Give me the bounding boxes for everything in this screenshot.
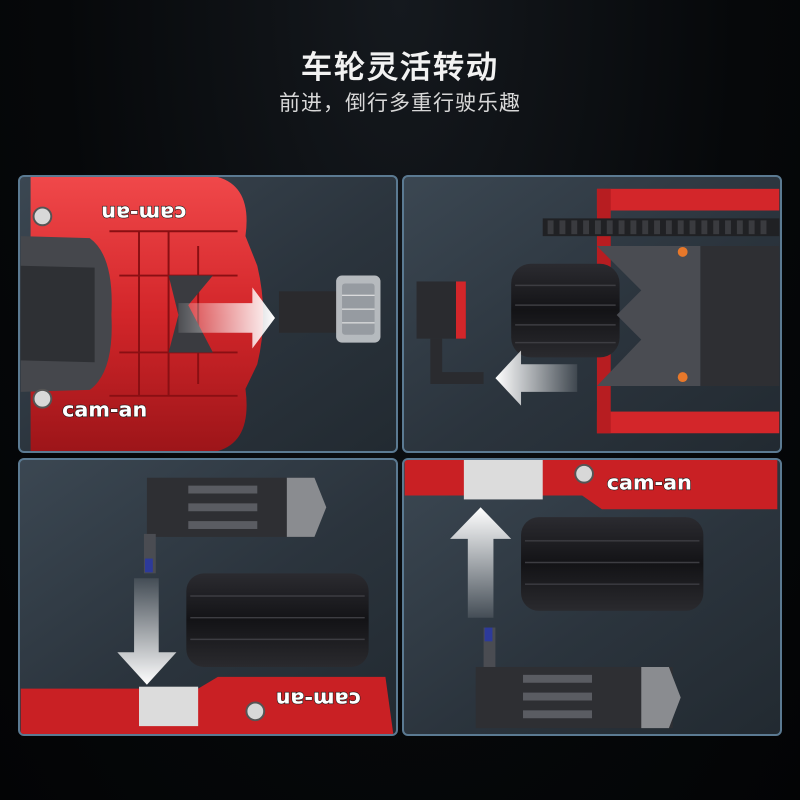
page-subtitle: 前进，倒行多重行驶乐趣 bbox=[279, 91, 521, 115]
frame-rail-bottom bbox=[596, 411, 780, 434]
gear-assembly-tip bbox=[641, 666, 681, 729]
gear-assembly-slots bbox=[523, 674, 592, 719]
page-title: 车轮灵活转动 bbox=[301, 50, 499, 86]
gear-rack bbox=[542, 218, 780, 237]
pin-icon bbox=[677, 246, 688, 257]
gear-assembly-tip bbox=[286, 477, 327, 537]
shaft-blue-pin bbox=[144, 558, 153, 573]
steering-red-strip bbox=[455, 281, 466, 339]
frame-rail-top bbox=[596, 188, 780, 211]
axle-mount bbox=[139, 686, 199, 727]
shaft bbox=[143, 533, 156, 574]
panel-wheel-up: cam-an bbox=[402, 458, 782, 736]
wheel-down-illustration: cam-an bbox=[20, 477, 394, 734]
gear-joint-icon bbox=[245, 701, 266, 722]
rear-axle-illustration bbox=[416, 188, 780, 434]
arrow-up-icon bbox=[450, 507, 512, 618]
brand-logo: cam-an bbox=[276, 688, 361, 712]
arrow-right-icon bbox=[178, 287, 276, 349]
arrow-left-icon bbox=[495, 350, 578, 406]
tire-tread bbox=[190, 595, 365, 641]
tire-icon bbox=[521, 517, 704, 611]
brand-logo-top: cam-an bbox=[101, 202, 186, 226]
panel-front-axle: cam-an cam-an bbox=[18, 175, 398, 453]
axle-mount bbox=[463, 460, 543, 500]
pin-icon bbox=[677, 372, 688, 383]
tire-tread bbox=[524, 540, 700, 585]
gear-joint-icon bbox=[32, 388, 53, 409]
shaft bbox=[483, 627, 496, 672]
wheel-up-illustration: cam-an bbox=[404, 460, 778, 729]
chassis-inner bbox=[20, 265, 95, 363]
brand-logo: cam-an bbox=[607, 471, 692, 495]
tire-icon bbox=[511, 263, 620, 358]
body-v-panel bbox=[596, 245, 701, 386]
panel-rear-axle bbox=[402, 175, 782, 453]
gear-joint-icon bbox=[574, 463, 594, 484]
brand-logo-bottom: cam-an bbox=[62, 398, 147, 422]
shaft-blue-pin bbox=[484, 627, 493, 642]
steering-arm bbox=[430, 338, 484, 384]
connector-piece bbox=[278, 291, 339, 333]
gear-teeth bbox=[547, 220, 767, 235]
front-axle-illustration: cam-an cam-an bbox=[20, 177, 381, 451]
gear-joint-icon bbox=[32, 206, 53, 227]
tire-icon bbox=[186, 573, 369, 667]
body-dark-block bbox=[700, 245, 780, 386]
gear-assembly-slots bbox=[188, 485, 258, 529]
arrow-down-icon bbox=[117, 578, 177, 685]
car-body-red bbox=[20, 676, 394, 734]
engine-block-icon bbox=[336, 275, 381, 343]
tire-tread bbox=[515, 284, 616, 344]
panel-wheel-down: cam-an bbox=[18, 458, 398, 736]
